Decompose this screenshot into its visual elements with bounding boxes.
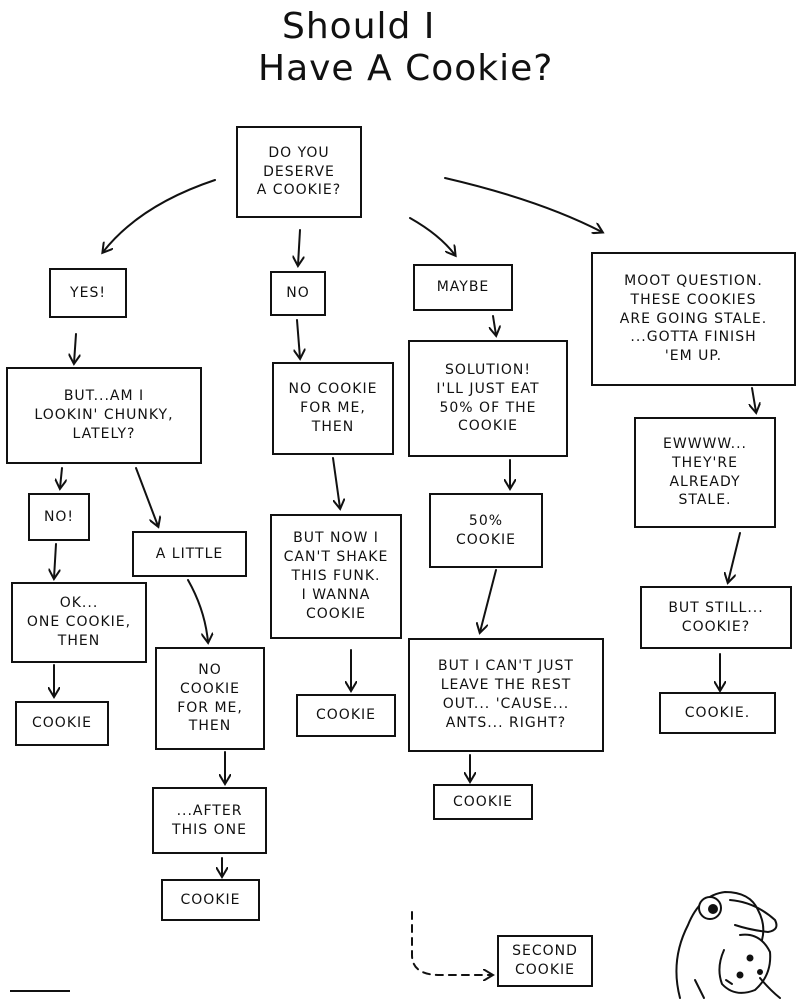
box-no: No — [270, 271, 326, 316]
arrow-root-moot — [444, 177, 602, 232]
arrow-root-maybe — [409, 217, 455, 255]
box-solution: Solution! I'll just eat 50% of the cooki… — [408, 340, 568, 457]
box-moot-question: Moot question. These cookies are going s… — [591, 252, 796, 386]
box-cookie-ok: Cookie — [15, 701, 109, 746]
box-a-little: A little — [132, 531, 247, 577]
box-cookie-ants: Cookie — [433, 784, 533, 820]
title-line-2: Have A Cookie? — [258, 48, 554, 89]
box-50-cookie: 50% cookie — [429, 493, 543, 568]
box-lookin-chunky: But...am I lookin' chunky, lately? — [6, 367, 202, 464]
arrow-50-cantleave — [480, 569, 497, 632]
box-cookie-after: Cookie — [161, 879, 260, 921]
arrow-no-ok — [54, 543, 56, 578]
arrow-ewww-still — [728, 532, 741, 582]
box-cookie-funk: Cookie — [296, 694, 396, 737]
box-maybe: Maybe — [413, 264, 513, 311]
box-cookie-stale: Cookie. — [659, 692, 776, 734]
arrow-moot-ewww — [752, 387, 756, 412]
box-second-cookie: Second cookie — [497, 935, 593, 987]
box-no-exclaim: No! — [28, 493, 90, 541]
arrow-dashed-second — [411, 911, 492, 975]
arrow-nocookie-butnow — [332, 457, 340, 508]
arrow-root-no — [298, 229, 300, 265]
arrow-little-nocookie — [187, 579, 208, 642]
arrow-yes-chunky — [74, 333, 76, 363]
box-after-this-one: ...After this one — [152, 787, 267, 854]
box-yes: Yes! — [49, 268, 127, 318]
arrow-no-nocookie — [297, 319, 300, 358]
box-ewww-stale: Ewwww... They're already stale. — [634, 417, 776, 528]
arrow-chunky-no — [60, 467, 62, 488]
arrow-maybe-solution — [493, 315, 496, 335]
question-deserve-cookie: Do you deserve a cookie? — [236, 126, 362, 218]
title-line-1: Should I — [282, 6, 436, 47]
box-but-still: But still... cookie? — [640, 586, 792, 649]
page-corner-mark — [10, 990, 70, 1006]
box-no-cookie-then: No cookie for me, then — [155, 647, 265, 750]
creature-eating-cookie-illustration — [675, 891, 781, 999]
box-cant-leave-rest: But I can't just leave the rest out... '… — [408, 638, 604, 752]
box-but-now-funk: But now I can't shake this funk. I wanna… — [270, 514, 402, 639]
arrow-root-yes — [103, 179, 216, 252]
box-no-cookie-for-me: No cookie for me, then — [272, 362, 394, 455]
box-ok-one-cookie: Ok... one cookie, then — [11, 582, 147, 663]
arrow-chunky-little — [135, 467, 158, 526]
